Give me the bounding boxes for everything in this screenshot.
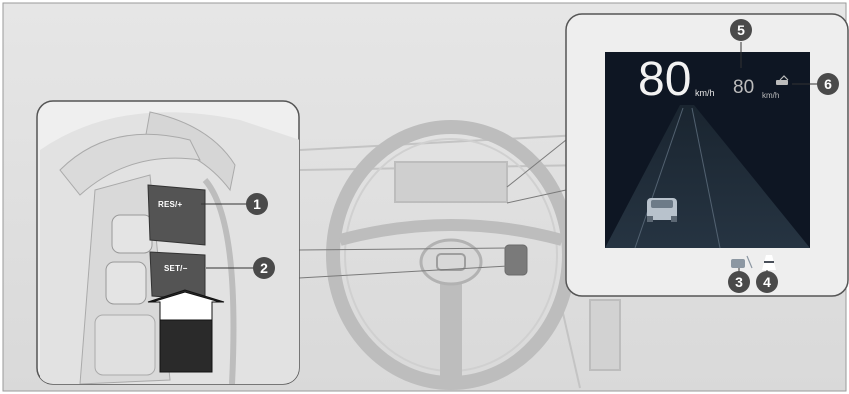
current-speed: 80: [638, 56, 691, 104]
left-inset-content: [40, 112, 300, 384]
current-speed-unit: km/h: [695, 88, 715, 98]
callout-6: 6: [817, 73, 839, 95]
callout-5: 5: [730, 19, 752, 41]
callout-2: 2: [253, 257, 275, 279]
set-minus-button: SET/−: [164, 264, 187, 273]
hud-screen: [605, 52, 810, 270]
set-speed-unit: km/h: [762, 91, 779, 100]
set-speed: 80: [733, 78, 754, 97]
res-plus-button: RES/+: [158, 200, 182, 209]
callout-4: 4: [756, 271, 778, 293]
callout-1: 1: [246, 193, 268, 215]
lead-vehicle-icon: [647, 198, 677, 222]
callout-3: 3: [728, 271, 750, 293]
